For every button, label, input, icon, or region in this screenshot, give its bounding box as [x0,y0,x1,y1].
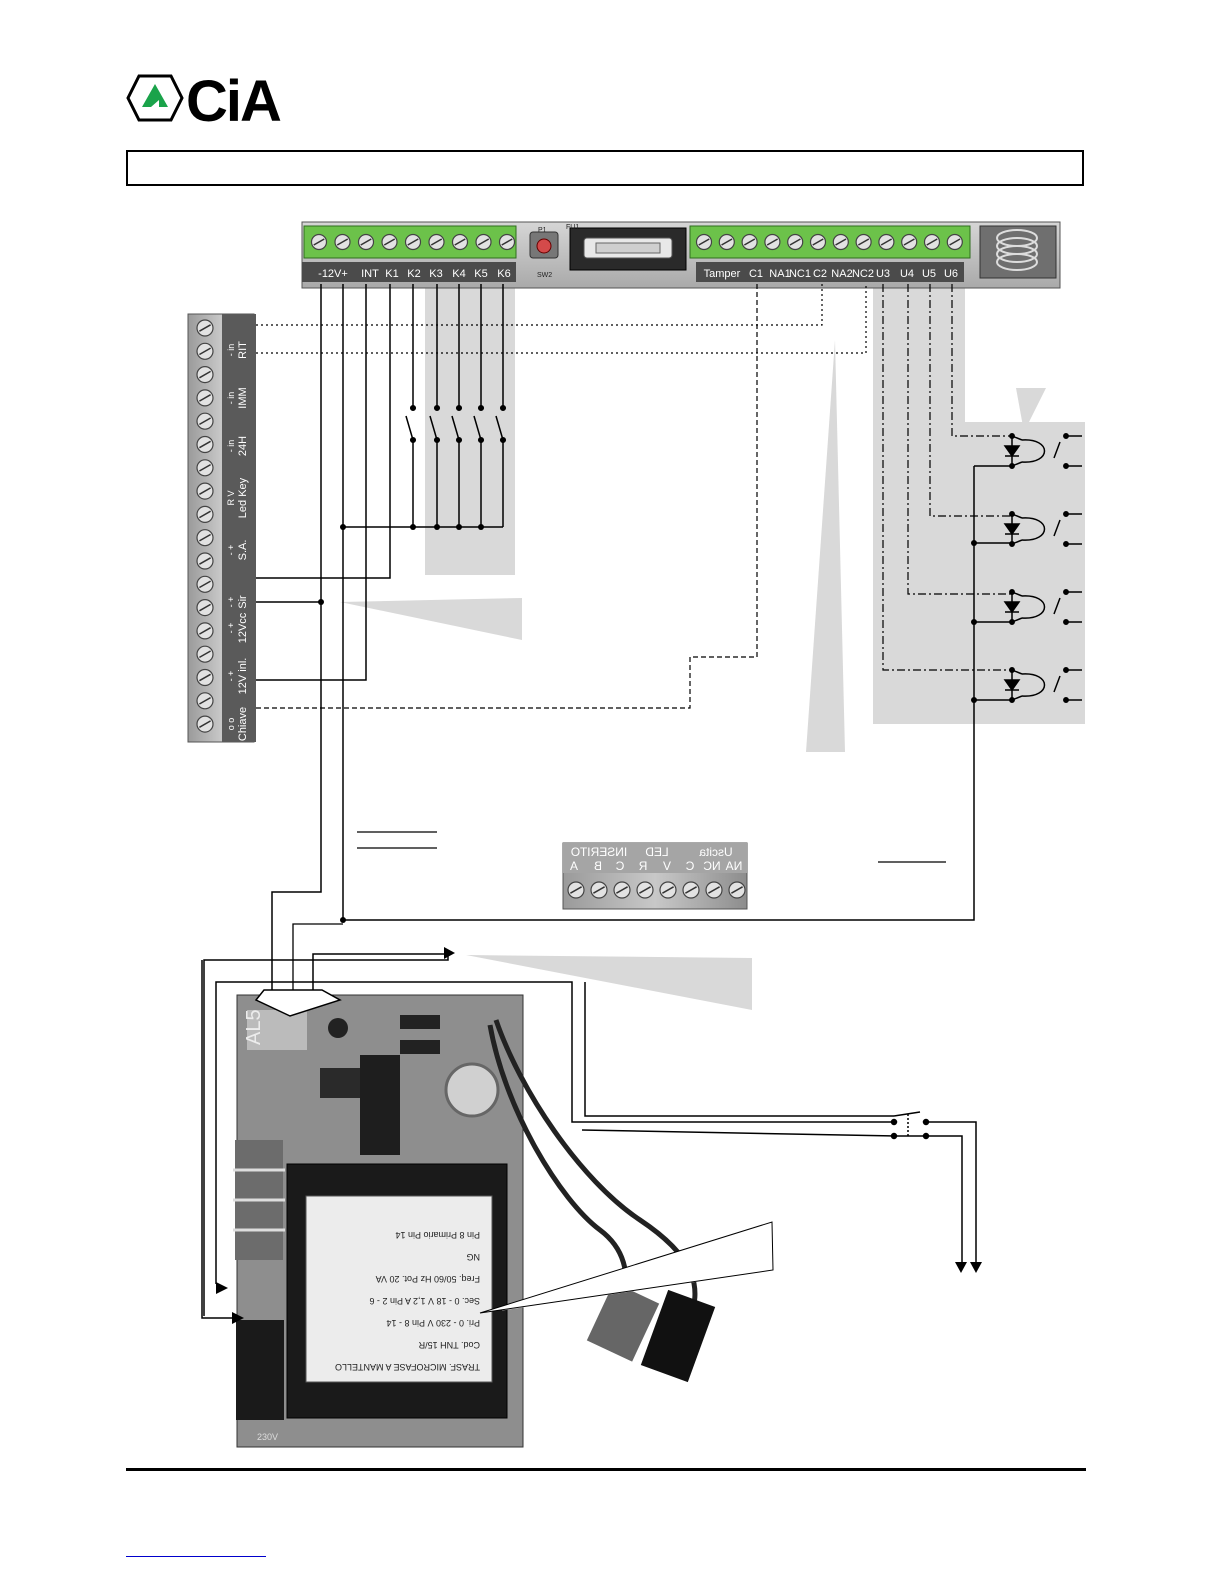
key-terminal-label: Led Key [237,477,249,518]
board-label-al5: AL5 [243,1009,265,1045]
remote-pin-label: B [594,859,602,873]
transformer-text-line: Pin 8 Primario Pin 14 [395,1230,480,1240]
key-terminal-pins: - in [226,440,236,453]
relay-symbol [1003,433,1082,469]
key-terminal-pins: o o [226,718,236,731]
relay-symbol [1003,511,1082,547]
key-terminal-label: IMM [237,387,249,408]
key-terminal-pins: R V [226,490,236,505]
remote-group-label: LED [645,845,669,859]
board-terminal-label: NC1 [789,268,811,280]
board-terminal-label: K6 [497,268,510,280]
key-terminal-pins: - in [226,392,236,405]
transformer-text-line: Freq. 50/60 Hz Pot. 20 VA [376,1274,480,1284]
transformer-text-line: Pri. 0 - 230 V Pin 8 - 14 [386,1318,480,1328]
board-terminal-label: NA1 [769,268,790,280]
board-terminal-label: K2 [407,268,420,280]
relay-outputs [1003,433,1082,703]
footer-rule [126,1468,1086,1471]
wires [201,284,1012,1319]
board-terminal-label: C1 [749,268,763,280]
board-terminal-label: -12V+ [318,268,348,280]
footer-link-underline [126,1556,266,1557]
board-terminal-label: U6 [944,268,958,280]
title-box [126,150,1084,186]
board-bottom-label: 230V [257,1432,278,1442]
board-terminal-label: NC2 [852,268,874,280]
relay-symbol [1003,667,1082,703]
key-terminal-label: S.A. [237,540,249,561]
board-terminal-label: K1 [385,268,398,280]
key-terminal-label: 24H [237,436,249,456]
board-terminal-label: K4 [452,268,465,280]
cia-emblem-icon [126,74,184,122]
transformer-text-line: Sec. 0 - 18 V 1,2 A Pin 2 - 6 [369,1296,480,1306]
remote-pin-label: R [638,859,647,873]
key-terminal-pins: - + [226,671,236,682]
control-board: P1 SW2 FU1 -12V+ INT K1 K2 K3 K4 K5 K6 Tamper C1 N… [301,221,1061,289]
remote-group-label: INSERITO [571,845,627,859]
key-terminal-label: Sir [237,595,249,609]
transformer-text-line: NG [467,1252,481,1262]
power-supply: AL5 TRASF. MICROFASE A MANTELLO Cod. TNH … [233,994,716,1448]
relay-symbol [1003,589,1082,625]
remote-group-label: Uscita [699,845,733,859]
board-terminal-label: K5 [474,268,487,280]
board-terminal-label: U3 [876,268,890,280]
key-terminal-label: 12V inl. [237,658,249,695]
shaded-areas [340,288,1085,1010]
board-terminal-label: U4 [900,268,914,280]
key-terminal-label: RIT [237,341,249,359]
transformer-text-line: TRASF. MICROFASE A MANTELLO [335,1362,480,1372]
button-label-sw2: SW2 [537,272,552,279]
remote-pin-label: NA [726,859,743,873]
key-terminal-pins: - + [226,597,236,608]
remote-pin-label: C [685,859,694,873]
button-label-p1: P1 [538,227,547,234]
remote-pin-label: A [570,859,578,873]
remote-pin-label: NC [703,859,721,873]
board-terminal-label: U5 [922,268,936,280]
transformer-text-line: Cod. TNH 15/R [418,1340,480,1350]
board-terminal-label: Tamper [704,268,741,280]
board-terminal-label: INT [361,268,379,280]
remote-pin-label: C [615,859,624,873]
board-terminal-label: C2 [813,268,827,280]
logo-text: CiA [186,69,282,134]
key-terminal-label: Chiave [237,707,249,741]
remote-pin-label: V [663,859,671,873]
board-terminal-label: NA2 [831,268,852,280]
key-terminal-pins: - in [226,344,236,357]
board-terminal-label: K3 [429,268,442,280]
key-terminal-pins: - + [226,623,236,634]
fuse-label: FU1 [566,224,579,231]
key-terminal-pins: - + [226,545,236,556]
key-terminal-label: 12Vcc [237,612,249,643]
